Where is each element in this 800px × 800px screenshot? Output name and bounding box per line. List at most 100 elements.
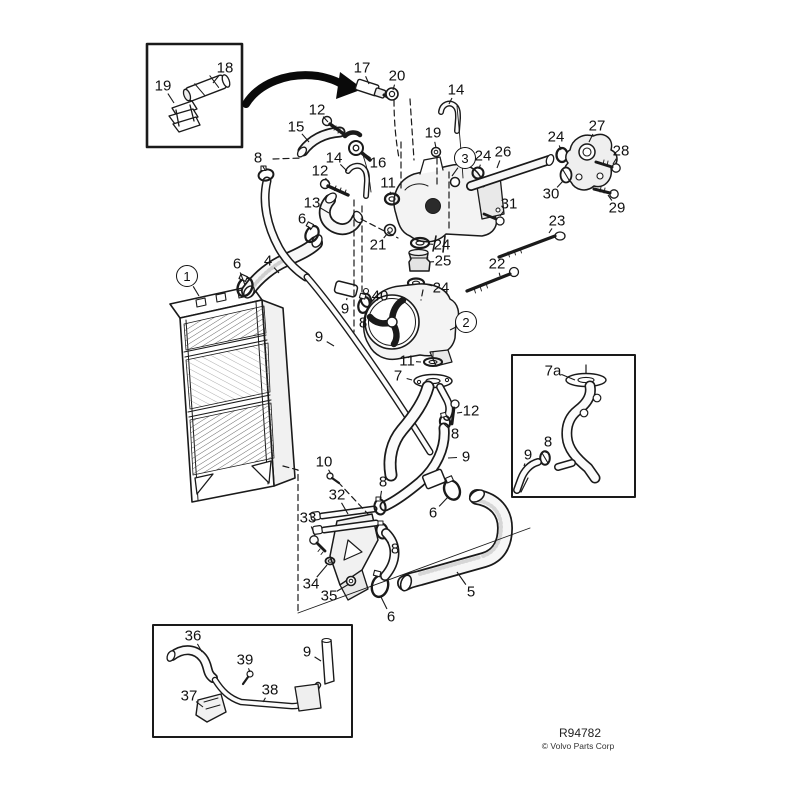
- leader-line-12-5: [322, 116, 329, 123]
- callout-13-21: 13: [303, 194, 321, 212]
- callout-23-24: 23: [548, 212, 566, 230]
- hose-clamp-6-elbow: [304, 221, 320, 244]
- drawing-ref-number: R94782: [558, 726, 602, 740]
- upper-radiator-hose-4: [241, 234, 323, 299]
- alignment-dashed-lines: [272, 98, 450, 614]
- callout-11-38: 11: [399, 352, 415, 370]
- leader-line-34-52: [316, 564, 328, 578]
- leader-line-24-12: [478, 164, 481, 170]
- leader-line-7-39: [406, 377, 413, 381]
- callout-28-13: 28: [612, 142, 630, 160]
- copyright-text: © Volvo Parts Corp: [541, 741, 615, 751]
- callout-6-55: 6: [386, 608, 396, 626]
- leader-line-1-28: [192, 286, 200, 297]
- leader-line-12-41: [456, 411, 463, 414]
- outlet-pipe-7a: [554, 364, 607, 484]
- sensor-clip-inset-box: [145, 42, 244, 149]
- callout-21-25: 21: [369, 236, 387, 254]
- callout-22-31: 22: [488, 255, 506, 273]
- callout-2-36: 2: [455, 311, 477, 333]
- callout-37-59: 37: [180, 687, 198, 705]
- leader-line-38-60: [262, 697, 266, 703]
- leader-line-8-51: [383, 537, 390, 544]
- leader-line-8-42: [443, 423, 449, 429]
- callout-8-35: 8: [358, 314, 368, 332]
- leader-line-14-4: [448, 97, 453, 105]
- seal-24-above-thermostat: [409, 236, 431, 250]
- fitting-16: [342, 130, 372, 162]
- leader-line-27-9: [588, 133, 594, 143]
- hose-36: [166, 645, 218, 683]
- nut-35: [345, 575, 357, 587]
- hose-clamp-8-bracket-upper: [373, 496, 387, 516]
- leader-line-15-6: [301, 133, 310, 143]
- leader-line-9-45: [447, 456, 458, 459]
- leader-line-4-30: [273, 267, 280, 274]
- callout-32-48: 32: [328, 486, 346, 504]
- leader-line-24-32: [424, 283, 433, 287]
- plug-30: [559, 166, 573, 184]
- bolt-29: [592, 186, 619, 199]
- o-ring-24-housing: [471, 166, 485, 180]
- nut-20: [385, 87, 399, 101]
- callout-19-1: 19: [154, 77, 172, 95]
- callout-5-54: 5: [466, 583, 476, 601]
- leader-line-31-22: [499, 210, 505, 217]
- callout-18-0: 18: [216, 59, 234, 77]
- callout-24-26: 24: [433, 236, 451, 254]
- callout-4-30: 4: [263, 252, 273, 270]
- leader-line-11-20: [389, 191, 392, 196]
- lower-radiator-hose-5: [397, 489, 513, 592]
- leader-line-26-10: [496, 160, 501, 169]
- callout-14-15: 14: [325, 149, 343, 167]
- leader-line-3-11: [451, 167, 459, 177]
- bracket-37: [195, 693, 227, 723]
- callout-36-56: 36: [184, 627, 202, 645]
- hose-clamp-8-inset: [539, 450, 551, 466]
- gasket-11-lower: [422, 356, 444, 368]
- outlet-pipe-below-flange: [383, 380, 454, 482]
- leader-line-39-57: [247, 668, 251, 673]
- sensor-part-18: [182, 74, 231, 102]
- leader-line-40-33: [369, 298, 372, 301]
- hose-9-from-pump: [379, 422, 450, 512]
- callout-11-20: 11: [380, 174, 396, 192]
- leader-line-24-8: [558, 145, 562, 151]
- leader-line-19-1: [167, 93, 175, 104]
- leader-line-9-58: [314, 656, 322, 662]
- hose-9-bracket-to-clamp: [380, 528, 400, 581]
- callout-35-53: 35: [320, 587, 338, 605]
- leader-line-20-3: [392, 84, 396, 91]
- leader-line-19-7: [434, 141, 437, 149]
- callout-17-2: 17: [353, 59, 371, 77]
- leader-line-35-53: [336, 583, 350, 592]
- water-pump-2: [362, 283, 460, 367]
- callout-9-44: 9: [523, 446, 533, 464]
- callout-9-37: 9: [314, 328, 324, 346]
- leader-line-8-47: [379, 490, 383, 501]
- callout-10-46: 10: [315, 453, 333, 471]
- leader-lines: [167, 74, 617, 708]
- callout-39-57: 39: [236, 651, 254, 669]
- callout-19-7: 19: [424, 124, 442, 142]
- callout-33-50: 33: [299, 509, 317, 527]
- callout-29-18: 29: [608, 199, 626, 217]
- hose-clamp-6-right: [442, 475, 462, 501]
- callout-24-32: 24: [432, 279, 450, 297]
- hose-9-inset: [513, 458, 542, 494]
- callout-15-6: 15: [287, 118, 305, 136]
- callout-31-22: 31: [500, 195, 518, 213]
- leader-line-29-18: [607, 194, 613, 201]
- callout-9-58: 9: [302, 643, 312, 661]
- callout-38-60: 38: [261, 681, 279, 699]
- thermostat-25: [408, 248, 431, 272]
- callout-8-47: 8: [378, 473, 388, 491]
- callout-34-52: 34: [302, 575, 320, 593]
- callout-9-45: 9: [461, 448, 471, 466]
- callout-26-10: 26: [494, 143, 512, 161]
- leader-line-9-44: [523, 463, 526, 467]
- callout-1-28: 1: [176, 265, 198, 287]
- leader-line-33-50: [310, 526, 316, 537]
- outlet-pipe-7a-inset-box: [511, 354, 636, 498]
